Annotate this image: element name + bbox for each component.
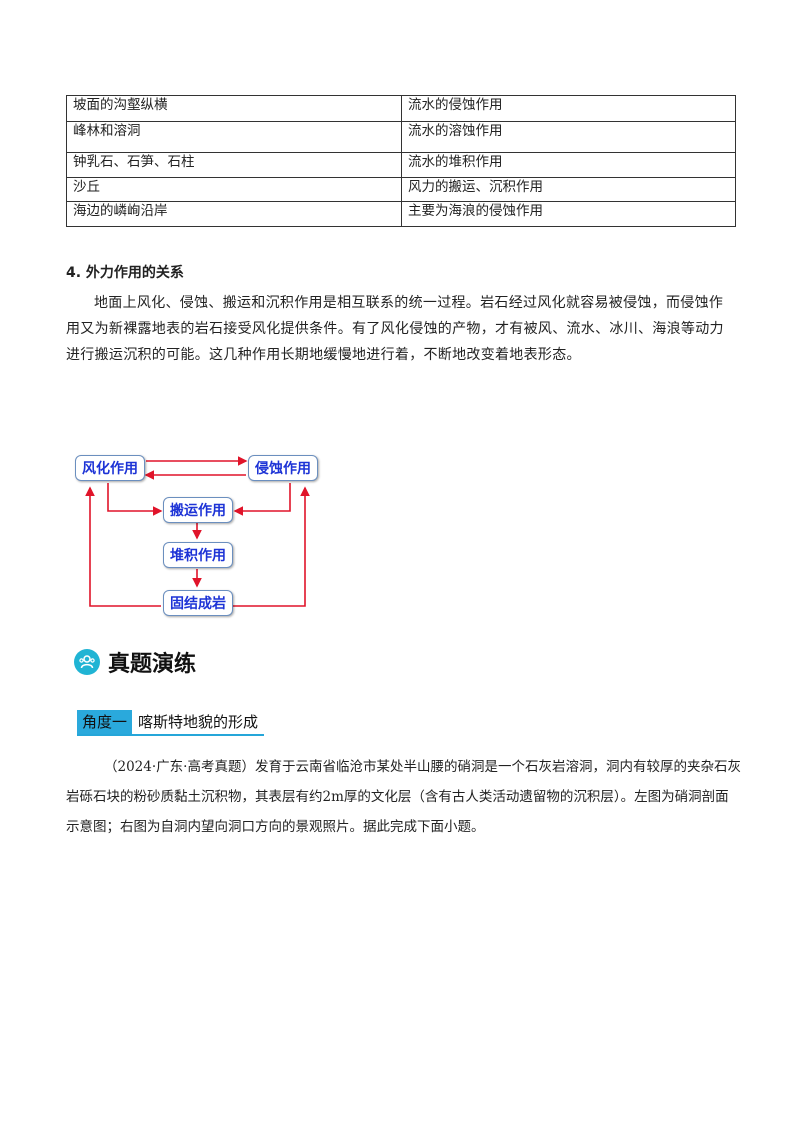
landform-table: 坡面的沟壑纵横 流水的侵蚀作用 峰林和溶洞 流水的溶蚀作用 钟乳石、石笋、石柱 … bbox=[66, 95, 736, 227]
section-paragraph: 地面上风化、侵蚀、搬运和沉积作用是相互联系的统一过程。岩石经过风化就容易被侵蚀，… bbox=[66, 295, 724, 363]
table-cell: 流水的堆积作用 bbox=[401, 152, 736, 178]
angle-title: 喀斯特地貌的形成 bbox=[138, 713, 259, 731]
table-cell: 峰林和溶洞 bbox=[66, 121, 402, 153]
arrow-consolidation-to-weathering bbox=[85, 486, 161, 607]
table-cell: 流水的溶蚀作用 bbox=[401, 121, 736, 153]
erosion-box: 侵蚀作用 bbox=[248, 455, 318, 481]
transport-box: 搬运作用 bbox=[163, 497, 233, 523]
weathering-box: 风化作用 bbox=[75, 455, 145, 481]
angle-tag: 角度一 bbox=[77, 710, 133, 734]
angle-header: 角度一 喀斯特地貌的形成 bbox=[77, 710, 265, 736]
table-cell: 风力的搬运、沉积作用 bbox=[401, 177, 736, 202]
banner-title: 真题演练 bbox=[108, 652, 197, 677]
table-row: 海边的嶙峋沿岸 主要为海浪的侵蚀作用 bbox=[66, 201, 736, 227]
table-row: 坡面的沟壑纵横 流水的侵蚀作用 bbox=[66, 95, 736, 122]
question-text: （2024·广东·高考真题）发育于云南省临沧市某处半山腰的硝洞是一个石灰岩溶洞，… bbox=[66, 759, 741, 835]
section-heading: 4. 外力作用的关系 bbox=[66, 265, 184, 281]
table-cell: 沙丘 bbox=[66, 177, 402, 202]
arrow-consolidation-to-erosion bbox=[233, 486, 310, 607]
external-forces-diagram: 风化作用 侵蚀作用 搬运作用 堆积作用 固结成岩 bbox=[70, 448, 330, 618]
consolidation-box: 固结成岩 bbox=[163, 590, 233, 616]
table-cell: 坡面的沟壑纵横 bbox=[66, 95, 402, 122]
table-cell: 海边的嶙峋沿岸 bbox=[66, 201, 402, 227]
table-cell: 流水的侵蚀作用 bbox=[401, 95, 736, 122]
table-cell: 钟乳石、石笋、石柱 bbox=[66, 152, 402, 178]
section-banner: 真题演练 bbox=[74, 646, 196, 678]
table-row: 峰林和溶洞 流水的溶蚀作用 bbox=[66, 121, 736, 153]
deposition-box: 堆积作用 bbox=[163, 542, 233, 568]
arrow-erosion-to-transport bbox=[233, 483, 291, 516]
table-cell: 主要为海浪的侵蚀作用 bbox=[401, 201, 736, 227]
people-icon bbox=[74, 649, 100, 675]
arrow-weathering-to-transport bbox=[107, 483, 163, 516]
table-row: 沙丘 风力的搬运、沉积作用 bbox=[66, 177, 736, 202]
diagram-arrows bbox=[85, 456, 310, 607]
table-row: 钟乳石、石笋、石柱 流水的堆积作用 bbox=[66, 152, 736, 178]
